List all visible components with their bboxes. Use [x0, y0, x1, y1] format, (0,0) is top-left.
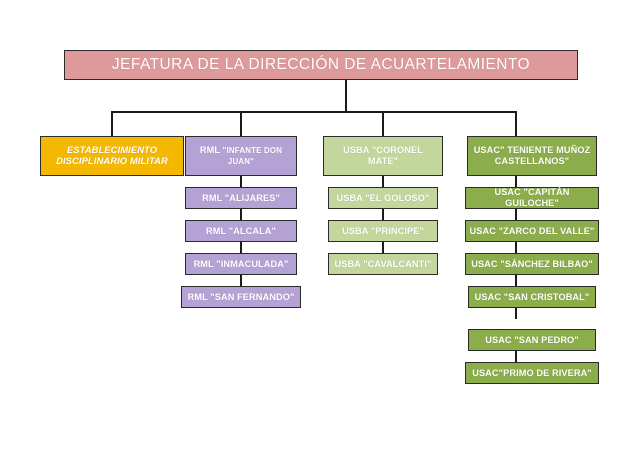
connector-usba-3 [382, 242, 384, 253]
node-usac-san-pedro[interactable]: USAC "SAN PEDRO" [468, 329, 596, 351]
connector-usac-5 [515, 308, 517, 319]
node-usac-capitan-guiloche[interactable]: USAC "CAPITÁN GUILOCHE" [465, 187, 599, 209]
connector-rml-3 [240, 242, 242, 253]
node-usac-san-cristobal-label: USAC "SAN CRISTOBAL" [474, 291, 590, 302]
node-usba-cavalcanti-label: USBA "CAVALCANTI" [334, 258, 432, 269]
node-usac-san-pedro-label: USAC "SAN PEDRO" [485, 334, 579, 345]
node-usba-head-label: USBA "CORONEL MATE" [343, 145, 423, 166]
connector-usac-1 [515, 176, 517, 187]
connector-root-bus [112, 111, 516, 113]
node-usba-principe[interactable]: USBA "PRINCIPE" [328, 220, 438, 242]
node-rml-inmaculada[interactable]: RML "INMACULADA" [185, 253, 297, 275]
node-rml-inmaculada-label: RML "INMACULADA" [193, 258, 289, 269]
node-root-label: JEFATURA DE LA DIRECCIÓN DE ACUARTELAMIE… [111, 56, 531, 74]
node-usba-el-goloso[interactable]: USBA "EL GOLOSO" [328, 187, 438, 209]
node-usac-sanchez-bilbao[interactable]: USAC "SÁNCHEZ BILBAO" [465, 253, 599, 275]
node-usac-head-label-line2: CASTELLANOS" [494, 156, 570, 166]
node-rml-alijares-label: RML "ALIJARES" [202, 192, 280, 203]
node-rml-san-fernando-label: RML "SAN FERNANDO" [187, 291, 295, 302]
connector-usac-3 [515, 242, 517, 253]
connector-usac-4 [515, 275, 517, 286]
connector-rml-2 [240, 209, 242, 220]
node-usac-sanchez-bilbao-label: USAC "SÁNCHEZ BILBAO" [471, 258, 593, 269]
connector-usba-1 [382, 176, 384, 187]
node-usac-san-cristobal[interactable]: USAC "SAN CRISTOBAL" [468, 286, 596, 308]
node-rml-alcala-label: RML "ALCALA" [206, 225, 276, 236]
node-establecimiento-disciplinario-militar[interactable]: ESTABLECIMIENTO DISCIPLINARIO MILITAR [40, 136, 184, 176]
connector-usac-6 [515, 351, 517, 362]
node-rml-alcala[interactable]: RML "ALCALA" [185, 220, 297, 242]
node-establecimiento-label-line1: ESTABLECIMIENTO [66, 144, 158, 156]
connector-drop-usba [382, 111, 384, 136]
node-usba-coronel-mate[interactable]: USBA "CORONEL MATE" [323, 136, 443, 176]
connector-rml-4 [240, 275, 242, 286]
node-rml-infante-don-juan[interactable]: RML "INFANTE DON JUAN" [185, 136, 297, 176]
node-rml-head-name: "INFANTE DON JUAN" [222, 146, 283, 166]
connector-drop-rml [240, 111, 242, 136]
node-rml-head-prefix: RML [199, 145, 223, 156]
connector-usba-2 [382, 209, 384, 220]
connector-drop-establecimiento [111, 111, 113, 136]
node-usac-head-label-line1: USAC" TENIENTE MUÑOZ [473, 145, 591, 156]
node-usba-el-goloso-label: USBA "EL GOLOSO" [336, 192, 430, 203]
node-usac-teniente-munoz-castellanos[interactable]: USAC" TENIENTE MUÑOZ CASTELLANOS" [467, 136, 597, 176]
node-root-jefatura[interactable]: JEFATURA DE LA DIRECCIÓN DE ACUARTELAMIE… [64, 50, 578, 80]
node-usac-primo-de-rivera-label: USAC"PRIMO DE RIVERA" [472, 367, 592, 378]
connector-drop-usac [515, 111, 517, 136]
node-establecimiento-label-line2: DISCIPLINARIO MILITAR [56, 155, 168, 166]
node-usba-principe-label: USBA "PRINCIPE" [342, 225, 424, 236]
node-usac-zarco-del-valle[interactable]: USAC "ZARCO DEL VALLE" [465, 220, 599, 242]
node-usac-capitan-guiloche-label: USAC "CAPITÁN GUILOCHE" [494, 187, 570, 208]
node-rml-head-label: RML "INFANTE DON JUAN" [189, 145, 293, 166]
connector-root-stem [345, 80, 347, 112]
node-usac-zarco-del-valle-label: USAC "ZARCO DEL VALLE" [469, 225, 595, 236]
connector-usac-2 [515, 209, 517, 220]
node-rml-alijares[interactable]: RML "ALIJARES" [185, 187, 297, 209]
node-rml-san-fernando[interactable]: RML "SAN FERNANDO" [181, 286, 301, 308]
node-usba-cavalcanti[interactable]: USBA "CAVALCANTI" [328, 253, 438, 275]
connector-rml-1 [240, 176, 242, 187]
node-usac-primo-de-rivera[interactable]: USAC"PRIMO DE RIVERA" [465, 362, 599, 384]
